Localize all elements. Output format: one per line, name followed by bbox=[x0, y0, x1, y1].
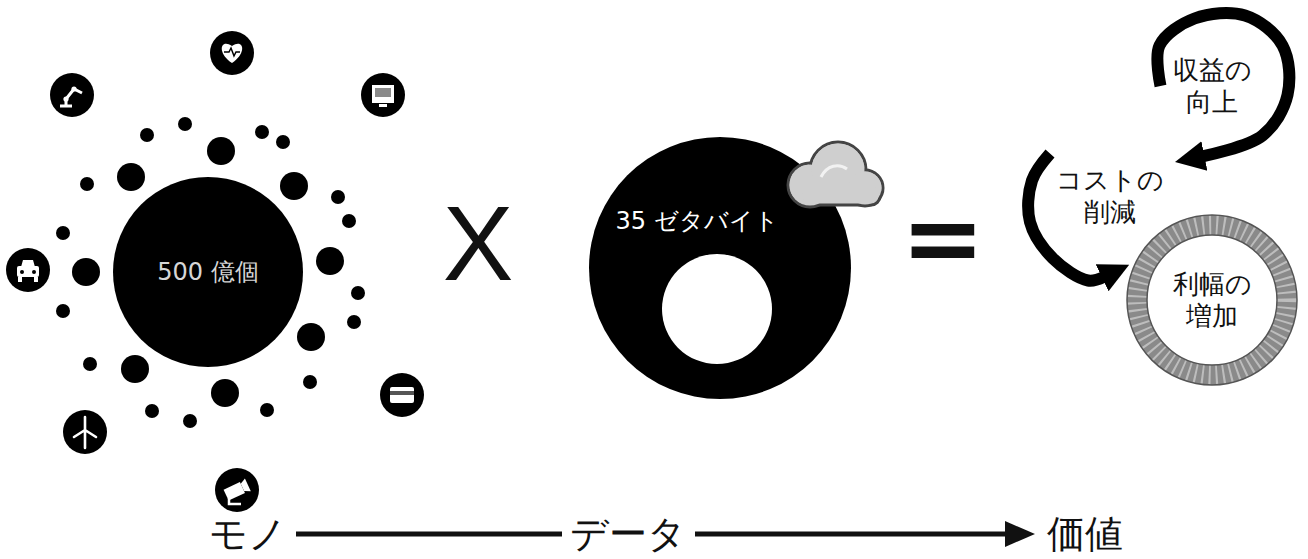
flow-stage-label: データ bbox=[570, 515, 686, 553]
dot bbox=[255, 125, 269, 139]
robot-joint bbox=[63, 96, 68, 101]
wind-turbine-icon bbox=[63, 410, 107, 454]
icon-disc bbox=[210, 31, 254, 75]
step-text: 収益の 向上 bbox=[1173, 54, 1252, 119]
pulse-line bbox=[224, 48, 240, 56]
robot-arm-icon bbox=[50, 73, 94, 117]
car-wheel bbox=[18, 277, 22, 282]
dot bbox=[211, 379, 239, 407]
car-icon bbox=[6, 248, 50, 292]
icon-disc bbox=[215, 468, 259, 512]
car-light bbox=[20, 270, 24, 274]
dot bbox=[72, 258, 100, 286]
flow-arrowhead bbox=[1005, 521, 1035, 547]
dot bbox=[347, 315, 361, 329]
dot bbox=[207, 137, 235, 165]
dot bbox=[276, 135, 290, 149]
car-light bbox=[32, 270, 36, 274]
cycle-step: コストの 削減 bbox=[1046, 154, 1174, 239]
icon-disc bbox=[380, 373, 424, 417]
camera-icon bbox=[215, 468, 259, 512]
icon-disc bbox=[63, 410, 107, 454]
dot-cluster bbox=[56, 117, 365, 428]
dot bbox=[145, 404, 159, 418]
donut-outer bbox=[589, 137, 851, 399]
icon-disc bbox=[361, 73, 405, 117]
ring-edge bbox=[1147, 235, 1277, 365]
ring-shape bbox=[1126, 214, 1298, 386]
icon-disc bbox=[50, 73, 94, 117]
turbine-glyph bbox=[74, 417, 96, 448]
volume-text: 35 ゼタバイト bbox=[615, 206, 778, 236]
dot bbox=[140, 128, 154, 142]
cycle-step: 収益の 向上 bbox=[1163, 44, 1262, 129]
robot-arm-glyph bbox=[60, 89, 82, 106]
screen-stand bbox=[379, 104, 387, 107]
card-icon bbox=[380, 373, 424, 417]
donut-hole bbox=[662, 254, 772, 364]
car-body bbox=[17, 266, 39, 277]
dot bbox=[303, 375, 317, 389]
multiply-sign: X bbox=[443, 190, 514, 296]
step-text: 利幅の 増加 bbox=[1173, 268, 1252, 333]
screen-glyph bbox=[372, 85, 394, 103]
dot bbox=[56, 304, 70, 318]
dot bbox=[80, 177, 94, 191]
dot bbox=[83, 357, 97, 371]
cloud-base bbox=[802, 186, 878, 203]
cloud-base bbox=[800, 185, 880, 205]
step-text: コストの 削減 bbox=[1056, 164, 1164, 229]
dot bbox=[297, 323, 325, 351]
card-glyph bbox=[390, 387, 414, 403]
cycle-arrow bbox=[1157, 13, 1289, 156]
things-count-circle: 500 億個 bbox=[113, 177, 303, 367]
dot bbox=[316, 247, 344, 275]
ring-texture bbox=[1137, 225, 1287, 375]
flow-stage-label: 価値 bbox=[1047, 515, 1123, 553]
dot bbox=[342, 214, 356, 228]
dot bbox=[331, 190, 345, 204]
camera-glyph bbox=[223, 479, 251, 502]
screen-inner bbox=[375, 88, 391, 97]
data-volume-donut: 35 ゼタバイト bbox=[589, 137, 851, 399]
flow-line bbox=[695, 532, 1010, 537]
equals-sign: = bbox=[901, 188, 985, 288]
flow-line bbox=[296, 532, 562, 537]
dot bbox=[117, 163, 145, 191]
dot bbox=[183, 414, 197, 428]
cycle-step-ring: 利幅の 増加 bbox=[1126, 214, 1298, 386]
cloud-icon bbox=[788, 142, 883, 207]
cloud-highlight bbox=[821, 166, 847, 177]
card-stripe bbox=[390, 391, 414, 395]
camera-mount bbox=[229, 498, 241, 504]
dot bbox=[178, 117, 192, 131]
dot bbox=[121, 355, 149, 383]
icon-disc bbox=[6, 248, 50, 292]
camera-lens bbox=[239, 479, 250, 494]
robot-joint bbox=[71, 86, 76, 91]
dot bbox=[280, 172, 308, 200]
disc-outline bbox=[113, 177, 303, 367]
dot bbox=[260, 403, 274, 417]
car-wheel bbox=[34, 277, 38, 282]
heart-glyph bbox=[222, 44, 242, 63]
car-roof bbox=[21, 260, 35, 267]
ring-edge bbox=[1127, 215, 1297, 385]
dot bbox=[56, 226, 70, 240]
ring-outline bbox=[1137, 225, 1287, 375]
heart-icon bbox=[210, 31, 254, 75]
screen-icon bbox=[361, 73, 405, 117]
count-text: 500 億個 bbox=[157, 257, 258, 287]
donut-shape bbox=[589, 137, 851, 399]
dot bbox=[351, 286, 365, 300]
flow-stage-label: モノ bbox=[209, 515, 287, 553]
